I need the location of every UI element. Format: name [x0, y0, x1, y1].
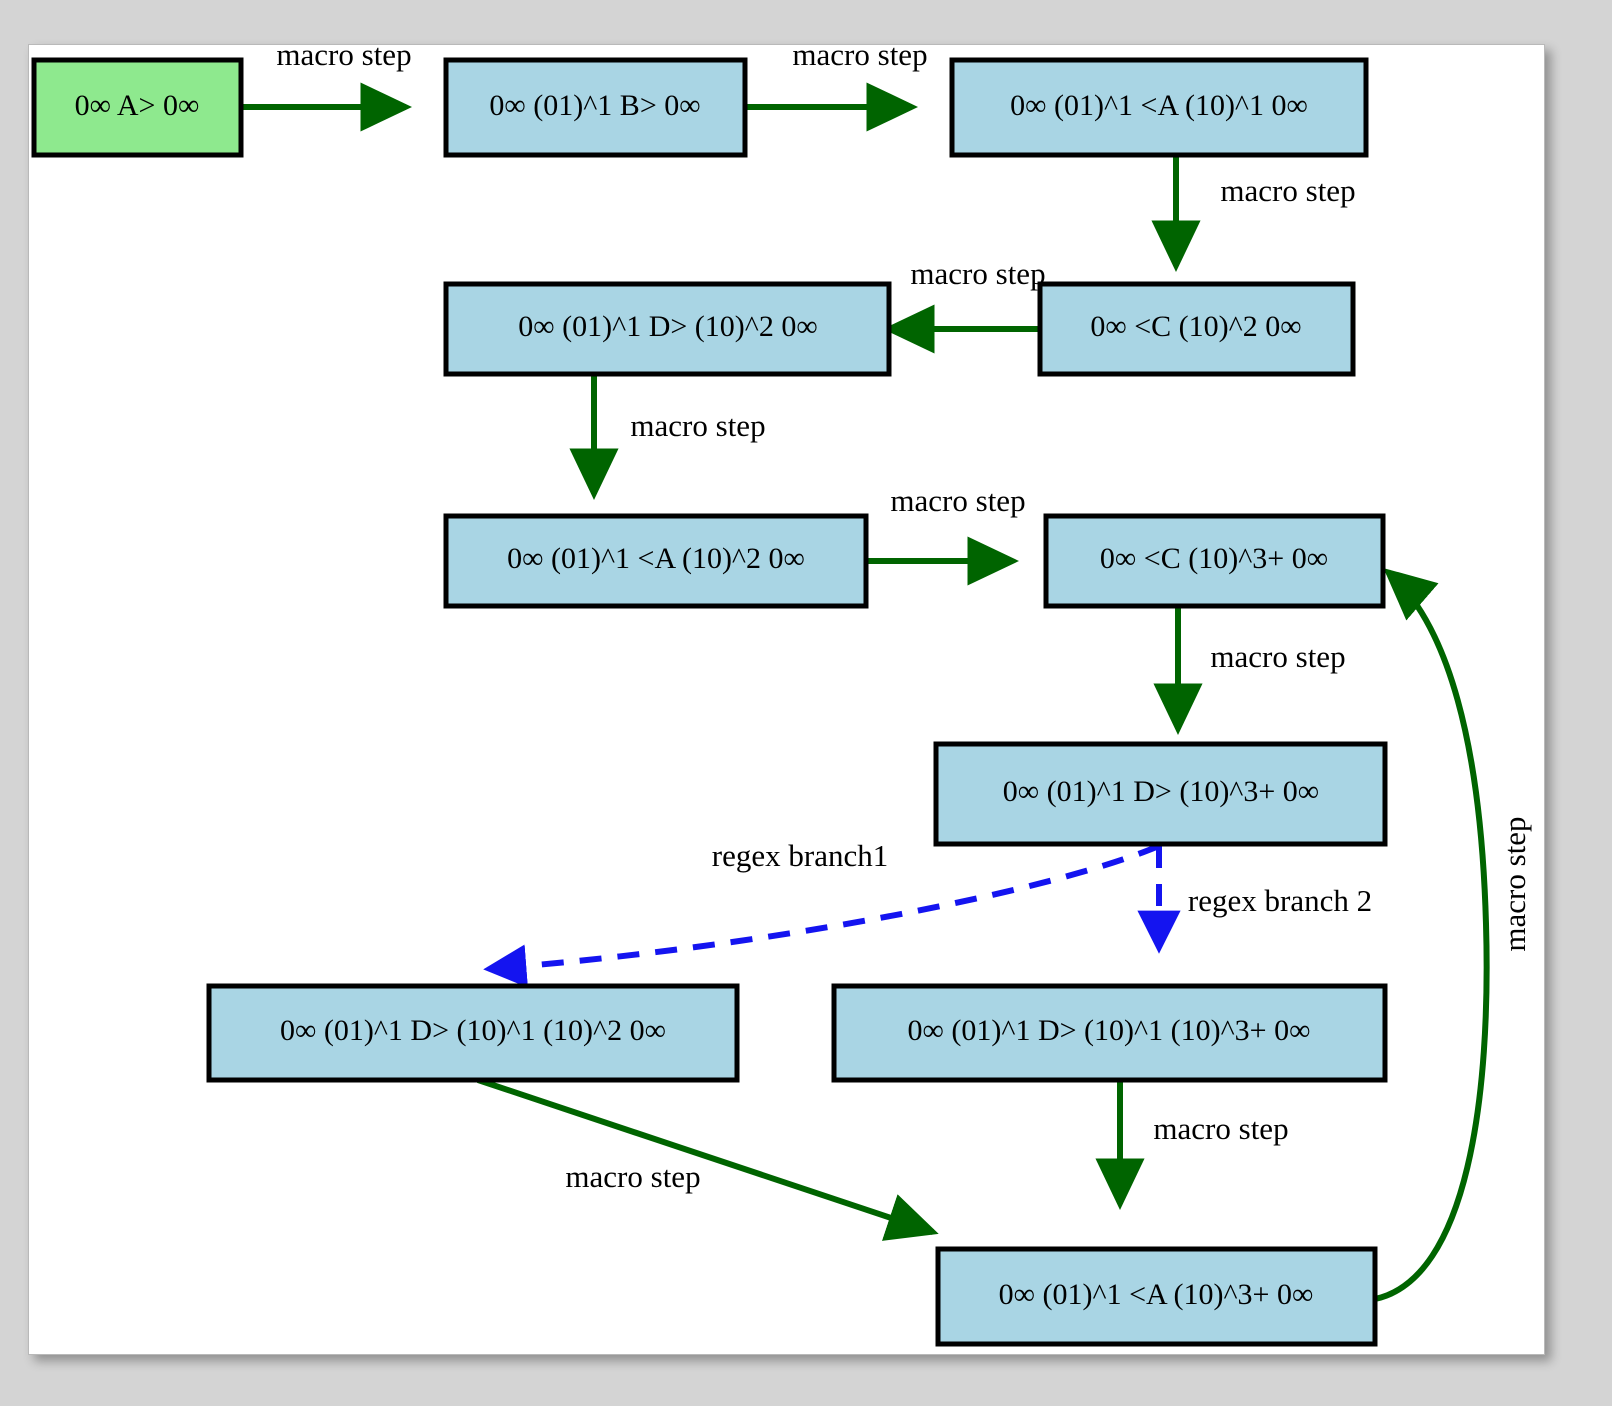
edge-label: macro step [890, 483, 1025, 518]
edge-label: macro step [276, 44, 411, 72]
node-label: 0∞ (01)^1 D> (10)^1 (10)^2 0∞ [280, 1014, 666, 1047]
node-n5[interactable]: 0∞ (01)^1 D> (10)^2 0∞ [443, 281, 892, 377]
node-n7[interactable]: 0∞ <C (10)^3+ 0∞ [1043, 513, 1386, 609]
node-label: 0∞ (01)^1 D> (10)^1 (10)^3+ 0∞ [908, 1014, 1311, 1047]
node-label: 0∞ (01)^1 <A (10)^1 0∞ [1010, 89, 1308, 122]
node-label: 0∞ (01)^1 D> (10)^3+ 0∞ [1003, 775, 1319, 808]
node-n9[interactable]: 0∞ (01)^1 D> (10)^1 (10)^2 0∞ [206, 983, 740, 1083]
node-n6[interactable]: 0∞ (01)^1 <A (10)^2 0∞ [443, 513, 869, 609]
node-box[interactable] [443, 57, 748, 158]
node-label: 0∞ <C (10)^2 0∞ [1090, 310, 1301, 343]
edge-n4-n5: macro step [882, 256, 1046, 354]
node-box[interactable] [949, 57, 1369, 158]
node-n3[interactable]: 0∞ (01)^1 <A (10)^1 0∞ [949, 57, 1369, 158]
edge-line [477, 1077, 939, 1241]
edge-n8-n9: regex branch1 [483, 838, 1161, 988]
edge-n7-n8: macro step [1153, 606, 1346, 736]
node-box[interactable] [443, 281, 892, 377]
edge-label: macro step [1497, 816, 1532, 951]
node-box[interactable] [1037, 281, 1356, 377]
edge-label: regex branch 2 [1188, 883, 1372, 918]
state-transition-diagram: macro step macro step macro step macro s… [31, 44, 1532, 1347]
edge-n6-n7: macro step [866, 483, 1026, 586]
edge-line [1374, 568, 1490, 1302]
edge-label: macro step [1210, 639, 1345, 674]
node-label: 0∞ (01)^1 <A (10)^2 0∞ [507, 542, 805, 575]
node-n8[interactable]: 0∞ (01)^1 D> (10)^3+ 0∞ [933, 741, 1388, 847]
node-n1[interactable]: 0∞ A> 0∞ [31, 57, 244, 158]
node-box[interactable] [935, 1246, 1378, 1347]
node-label: 0∞ A> 0∞ [75, 89, 200, 122]
node-box[interactable] [31, 57, 244, 158]
edge-n3-n4: macro step [1151, 156, 1356, 273]
edge-n9-n11: macro step [477, 1077, 939, 1241]
node-n4[interactable]: 0∞ <C (10)^2 0∞ [1037, 281, 1356, 377]
edge-label: regex branch1 [712, 838, 888, 873]
node-label: 0∞ <C (10)^3+ 0∞ [1100, 542, 1328, 575]
edge-label: macro step [1220, 173, 1355, 208]
edge-n10-n11: macro step [1095, 1080, 1289, 1211]
node-label: 0∞ (01)^1 B> 0∞ [489, 89, 700, 122]
edge-n11-n7: macro step [1374, 568, 1532, 1302]
node-box[interactable] [206, 983, 740, 1083]
edge-n8-n10: regex branch 2 [1137, 846, 1372, 954]
diagram-canvas [28, 44, 1545, 1355]
edge-label: macro step [910, 256, 1045, 291]
node-box[interactable] [1043, 513, 1386, 609]
edge-n2-n3: macro step [745, 44, 928, 132]
node-box[interactable] [831, 983, 1388, 1083]
node-label: 0∞ (01)^1 D> (10)^2 0∞ [518, 310, 817, 343]
edge-n1-n2: macro step [241, 44, 413, 132]
node-label: 0∞ (01)^1 <A (10)^3+ 0∞ [999, 1278, 1314, 1311]
node-n2[interactable]: 0∞ (01)^1 B> 0∞ [443, 57, 748, 158]
node-box[interactable] [443, 513, 869, 609]
edge-label: macro step [1153, 1111, 1288, 1146]
edge-n5-n6: macro step [569, 376, 766, 501]
edge-label: macro step [792, 44, 927, 72]
edge-label: macro step [630, 408, 765, 443]
node-n11[interactable]: 0∞ (01)^1 <A (10)^3+ 0∞ [935, 1246, 1378, 1347]
node-n10[interactable]: 0∞ (01)^1 D> (10)^1 (10)^3+ 0∞ [831, 983, 1388, 1083]
edge-label: macro step [565, 1159, 700, 1194]
node-box[interactable] [933, 741, 1388, 847]
edge-line [483, 843, 1161, 988]
